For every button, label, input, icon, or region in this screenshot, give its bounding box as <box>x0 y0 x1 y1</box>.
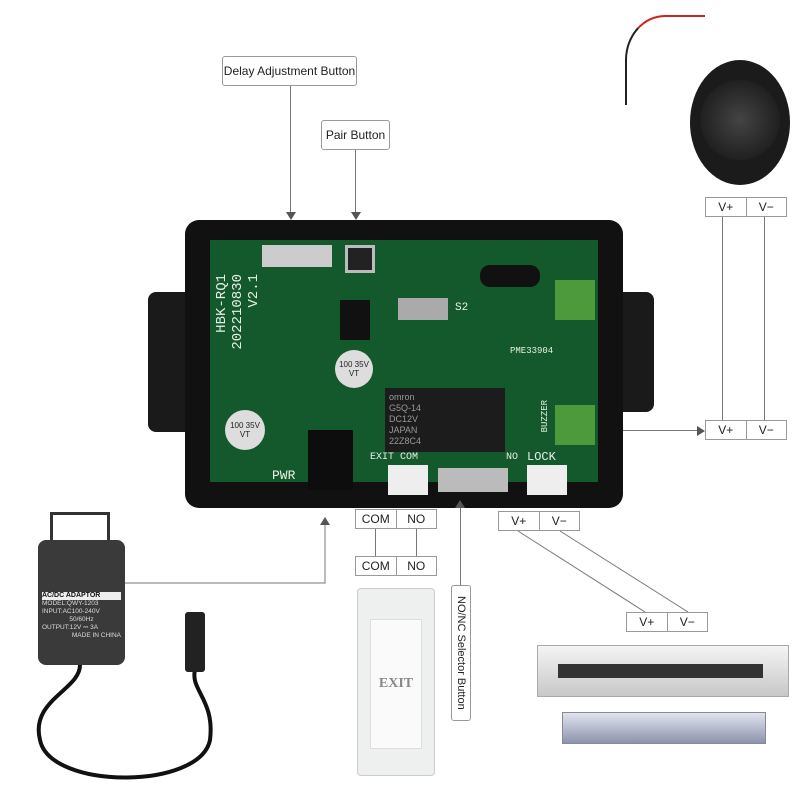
s2-switch[interactable] <box>398 298 448 320</box>
buzzer-terminal-bottom: V+ V− <box>705 420 787 440</box>
vplus-label: V+ <box>499 512 540 530</box>
adapter-model: MODEL:QWY-1203 <box>42 600 99 607</box>
adapter-freq: 50/60Hz <box>69 616 94 623</box>
buzzer-terminal-top: V+ V− <box>705 197 787 217</box>
wire-line <box>722 217 723 420</box>
capacitor-c2: 100 35V VT <box>225 410 265 450</box>
lock-terminal-bottom: V+ V− <box>626 612 708 632</box>
relay-brand: omron <box>389 392 415 402</box>
relay-voltage: DC12V <box>389 414 419 424</box>
arrow-icon <box>455 500 465 508</box>
adapter-output: OUTPUT:12V ⎓ 3A <box>42 624 99 631</box>
vplus-label: V+ <box>706 198 747 216</box>
vminus-label: V− <box>679 615 695 629</box>
adapter-title: AC/DC ADAPTOR <box>42 592 121 600</box>
arrow-icon <box>351 212 361 220</box>
no-label: NO <box>407 512 426 526</box>
lock-label: LOCK <box>527 450 556 464</box>
relay: omron G5Q-14 DC12V JAPAN 22Z8C4 <box>385 388 505 452</box>
wire-line <box>375 529 376 556</box>
no-label: NO <box>506 452 519 463</box>
magnetic-lock-image <box>537 645 789 697</box>
arrow-icon <box>697 426 705 436</box>
relay-origin: JAPAN <box>389 425 418 435</box>
relay-code: 22Z8C4 <box>389 436 422 446</box>
delay-leader-line <box>290 86 291 214</box>
transistor-label: PME33904 <box>510 346 554 356</box>
exit-terminal-bottom: COM NO <box>355 556 437 576</box>
buzzer-face <box>700 80 780 160</box>
no-label: NO <box>407 559 426 573</box>
vplus-label: V+ <box>706 421 747 439</box>
armature-plate-image <box>562 712 766 744</box>
exit-label: EXIT <box>370 619 422 749</box>
capacitor-c3: 100 35V VT <box>335 350 373 388</box>
vminus-label: V− <box>551 514 567 528</box>
vminus-label: V− <box>758 200 774 214</box>
adapter-input: INPUT:AC100-240V <box>42 608 100 615</box>
exit-label: EXIT <box>370 452 395 463</box>
s2-label: S2 <box>455 302 469 314</box>
nonc-selector-label: NO/NC Selector Button <box>451 585 471 721</box>
antenna-coil <box>480 265 540 287</box>
arrow-icon <box>286 212 296 220</box>
relay-model: G5Q-14 <box>389 403 422 413</box>
buzzer-leader-line <box>605 430 700 431</box>
vminus-label: V− <box>758 423 774 437</box>
access-terminal-block <box>555 280 595 320</box>
pair-leader-line <box>355 150 356 214</box>
pair-button[interactable] <box>345 245 375 273</box>
power-adapter-image: AC/DC ADAPTOR MODEL:QWY-1203 INPUT:AC100… <box>38 540 125 665</box>
power-jack <box>308 430 353 490</box>
pwr-label: PWR <box>272 468 296 483</box>
ic-u1 <box>340 300 370 340</box>
selector-leader-line <box>460 505 461 585</box>
nonc-selector-switch[interactable] <box>438 468 508 492</box>
vplus-label: V+ <box>627 613 668 631</box>
wire-line <box>764 217 765 420</box>
exit-connector <box>388 465 428 495</box>
wire-line <box>416 529 417 556</box>
buzzer-terminal-block <box>555 405 595 445</box>
controller-board: HBK-RQ1 202210830 V2.1 S2 100 35V VT 100… <box>200 230 608 495</box>
com-label: COM <box>356 510 397 528</box>
delay-adjustment-label: Delay Adjustment Button <box>222 56 357 86</box>
exit-button-image: EXIT <box>357 588 435 776</box>
lock-coil <box>558 664 763 678</box>
pair-button-label: Pair Button <box>321 120 390 150</box>
adapter-plug-prongs <box>50 512 110 547</box>
delay-adjustment-switch[interactable] <box>262 245 332 267</box>
com-label: COM <box>356 557 397 575</box>
com-label: COM <box>400 452 419 463</box>
buzzer-wires <box>625 15 705 105</box>
exit-terminal-top: COM NO <box>355 509 437 529</box>
lock-terminal-top: V+ V− <box>498 511 580 531</box>
lock-connector <box>527 465 567 495</box>
adapter-origin: MADE IN CHINA <box>71 632 121 639</box>
dc-plug-image <box>185 612 205 672</box>
